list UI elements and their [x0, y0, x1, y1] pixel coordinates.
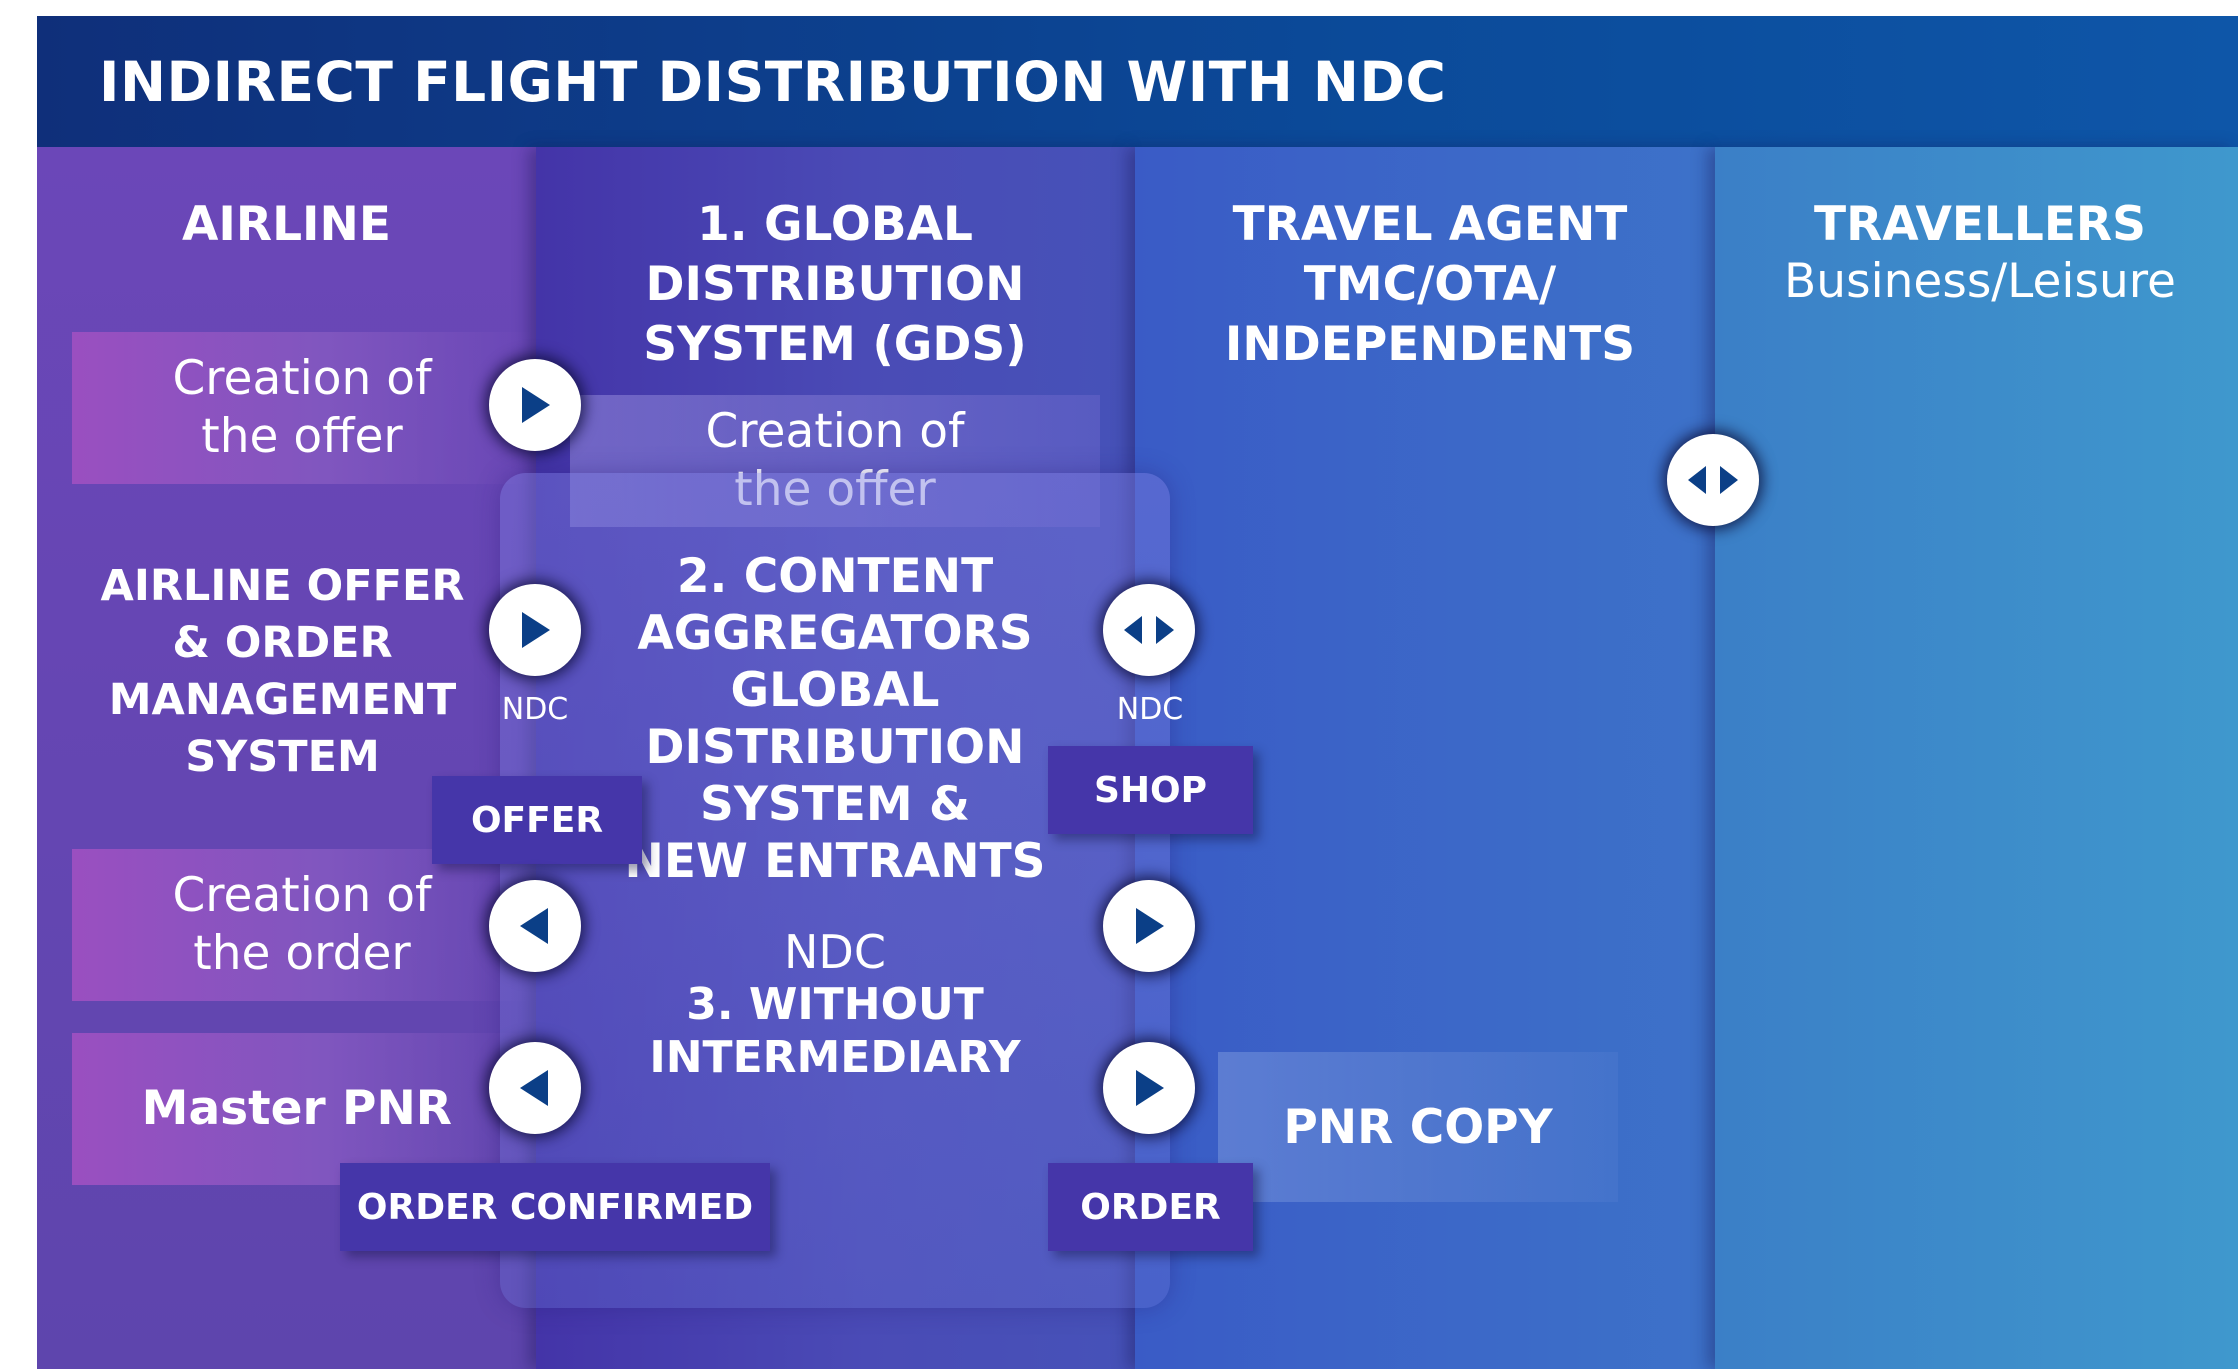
aggregators-text: 2. CONTENT AGGREGATORS GLOBAL DISTRIBUTI…	[620, 548, 1050, 890]
agent-title: TRAVEL AGENT TMC/OTA/ INDEPENDENTS	[1180, 195, 1680, 375]
aggregators-line-3: GLOBAL	[730, 663, 940, 718]
gds-offer-line-2: the offer	[570, 461, 1100, 519]
aggregators-line-1: 2. CONTENT	[676, 549, 994, 604]
without-line-2: INTERMEDIARY	[649, 1032, 1021, 1083]
shop-tag: SHOP	[1048, 746, 1253, 834]
arrow-right-icon	[1103, 880, 1195, 972]
airline-offer-line-2: the offer	[201, 409, 403, 464]
airline-offer-box: Creation of the offer	[72, 332, 532, 484]
airline-order-line-2: the order	[193, 926, 411, 981]
airline-order-line-1: Creation of	[172, 868, 432, 923]
airline-offer-line-1: Creation of	[172, 351, 432, 406]
header-bar: INDIRECT FLIGHT DISTRIBUTION WITH NDC	[37, 16, 2238, 147]
aggregators-line-2: AGGREGATORS	[637, 606, 1033, 661]
order-tag: ORDER	[1048, 1163, 1253, 1251]
airline-system-line-4: SYSTEM	[185, 732, 380, 782]
column-travellers	[1715, 147, 2238, 1369]
airline-system-line-3: MANAGEMENT	[108, 675, 457, 725]
without-line-1: 3. WITHOUT	[686, 979, 984, 1030]
airline-title: AIRLINE	[182, 197, 391, 252]
gds-offer-line-1: Creation of	[705, 404, 965, 459]
airline-system-line-2: & ORDER	[172, 618, 393, 668]
aggregators-line-5: SYSTEM &	[699, 777, 971, 832]
offer-tag: OFFER	[432, 776, 642, 864]
agent-title-line-3: INDEPENDENTS	[1224, 317, 1636, 372]
arrow-right-icon	[489, 359, 581, 451]
airline-order-box: Creation of the order	[72, 849, 532, 1001]
ndc-center-label: NDC	[784, 925, 886, 979]
airline-system-title: AIRLINE OFFER & ORDER MANAGEMENT SYSTEM	[90, 558, 475, 786]
arrow-right-icon	[489, 584, 581, 676]
arrow-both-icon	[1103, 584, 1195, 676]
without-intermediary-text: 3. WITHOUT INTERMEDIARY	[620, 978, 1050, 1084]
ndc-left-label: NDC	[501, 692, 569, 727]
gds-title-line-2: DISTRIBUTION	[645, 257, 1025, 312]
airline-system-line-1: AIRLINE OFFER	[100, 561, 465, 611]
gds-title-line-1: 1. GLOBAL	[697, 197, 973, 252]
master-pnr-label: Master PNR	[141, 1081, 452, 1136]
arrow-left-icon	[489, 880, 581, 972]
gds-offer-box: Creation of the offer	[570, 395, 1100, 527]
gds-title: 1. GLOBAL DISTRIBUTION SYSTEM (GDS)	[600, 195, 1070, 375]
arrow-left-icon	[489, 1042, 581, 1134]
arrow-both-icon	[1667, 434, 1759, 526]
aggregators-line-6: NEW ENTRANTS	[624, 834, 1046, 889]
master-pnr-box: Master PNR	[72, 1033, 532, 1185]
ndc-right-label: NDC	[1116, 692, 1184, 727]
arrow-right-icon	[1103, 1042, 1195, 1134]
travellers-title: TRAVELLERS	[1814, 197, 2146, 252]
aggregators-line-4: DISTRIBUTION	[645, 720, 1025, 775]
agent-title-line-1: TRAVEL AGENT	[1232, 197, 1628, 252]
pnr-copy-box: PNR COPY	[1218, 1052, 1618, 1202]
diagram-title: INDIRECT FLIGHT DISTRIBUTION WITH NDC	[99, 49, 1447, 114]
agent-title-line-2: TMC/OTA/	[1303, 257, 1557, 312]
travellers-subtitle: Business/Leisure	[1784, 254, 2176, 309]
pnr-copy-label: PNR COPY	[1283, 1099, 1553, 1155]
order-confirmed-tag: ORDER CONFIRMED	[340, 1163, 770, 1251]
gds-title-line-3: SYSTEM (GDS)	[643, 317, 1027, 372]
